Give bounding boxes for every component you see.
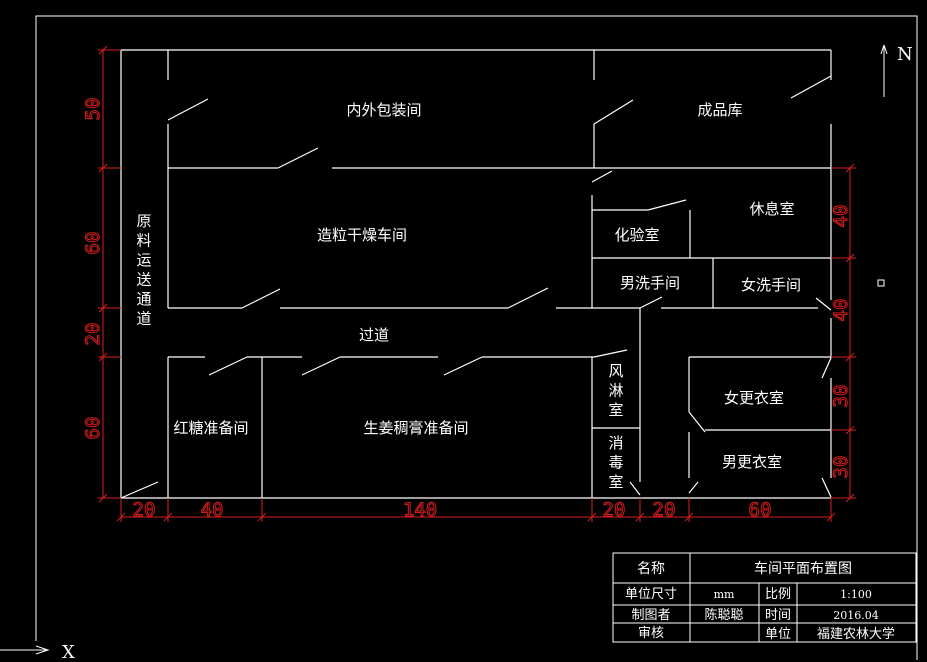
dim-left-1: 60 <box>82 232 104 255</box>
dim-left-0: 50 <box>82 98 104 121</box>
dim-right-1: 40 <box>830 299 852 322</box>
tb-name-label: 名称 <box>637 561 665 577</box>
raw-material-channel-label-char: 原 <box>136 212 151 230</box>
raw-material-channel-label-char: 通 <box>136 290 151 308</box>
dim-bottom-5: 60 <box>749 499 772 521</box>
tb-scale-label: 比例 <box>765 587 791 602</box>
room-granulation-drying: 造粒干燥车间 <box>317 226 407 244</box>
tb-time-value: 2016.04 <box>833 609 879 622</box>
air-shower-label: 风淋室 <box>608 362 623 419</box>
raw-material-channel-label-char: 运 <box>136 251 151 269</box>
room-womens-washroom: 女洗手间 <box>741 276 801 294</box>
room-womens-locker: 女更衣室 <box>724 389 784 407</box>
room-brown-sugar-prep: 红糖准备间 <box>173 419 248 437</box>
room-labels: 内外包装间 成品库 造粒干燥车间 化验室 休息室 男洗手间 女洗手间 过道 红糖… <box>173 101 801 471</box>
north-label: N <box>897 44 913 65</box>
tb-unit-size-value: mm <box>714 588 735 601</box>
dimension-labels: 50 60 20 60 40 40 30 30 20 40 140 20 20 … <box>82 97 853 521</box>
tb-time-label: 时间 <box>765 608 791 623</box>
north-arrow-icon <box>880 44 888 97</box>
title-block-text: 名称 车间平面布置图 单位尺寸 mm 比例 1:100 制图者 陈聪聪 时间 2… <box>625 560 895 642</box>
tb-unit-size-label: 单位尺寸 <box>625 587 677 602</box>
dim-left-2: 20 <box>82 323 104 346</box>
tb-drawn-by-value: 陈聪聪 <box>704 607 743 623</box>
marker-square-icon <box>877 279 885 287</box>
raw-material-channel-label-char: 道 <box>136 310 151 328</box>
tb-name-value: 车间平面布置图 <box>754 560 852 577</box>
tb-org-value: 福建农林大学 <box>817 626 895 642</box>
disinfection-label-char: 室 <box>608 473 623 491</box>
tb-org-label: 单位 <box>765 627 791 642</box>
tb-review-label: 审核 <box>638 626 664 641</box>
tb-scale-value: 1:100 <box>840 588 872 601</box>
raw-material-channel-label-char: 送 <box>136 271 151 289</box>
dim-right-2: 30 <box>830 385 852 408</box>
dim-bottom-4: 20 <box>653 499 676 521</box>
room-lounge: 休息室 <box>749 200 794 218</box>
raw-material-channel-label-char: 料 <box>136 232 151 250</box>
air-shower-label-char: 室 <box>608 401 623 419</box>
room-finished-goods: 成品库 <box>697 101 742 119</box>
room-mens-locker: 男更衣室 <box>722 453 782 471</box>
dim-bottom-3: 20 <box>603 499 626 521</box>
x-axis-arrow-icon <box>0 645 50 655</box>
disinfection-label-char: 消 <box>608 434 623 452</box>
dim-left-3: 60 <box>82 417 104 440</box>
dim-bottom-2: 140 <box>403 499 437 521</box>
room-mens-washroom: 男洗手间 <box>620 274 680 292</box>
air-shower-label-char: 淋 <box>608 382 623 400</box>
x-axis-label: X <box>62 642 75 662</box>
dim-right-3: 30 <box>830 456 852 479</box>
room-lab: 化验室 <box>614 226 659 244</box>
room-corridor: 过道 <box>359 326 389 344</box>
doors <box>120 75 832 499</box>
dimension-lines <box>98 45 856 522</box>
title-block <box>612 552 917 643</box>
disinfection-label-char: 毒 <box>608 454 623 472</box>
room-ginger-paste-prep: 生姜稠膏准备间 <box>363 419 468 437</box>
drawing-frame <box>35 15 918 660</box>
disinfection-label: 消毒室 <box>608 434 623 491</box>
dim-right-0: 40 <box>830 205 852 228</box>
dim-bottom-0: 20 <box>133 499 156 521</box>
walls <box>120 49 832 499</box>
room-packaging: 内外包装间 <box>346 101 421 119</box>
air-shower-label-char: 风 <box>608 362 623 380</box>
tb-drawn-by-label: 制图者 <box>631 608 670 623</box>
dim-bottom-1: 40 <box>201 499 224 521</box>
